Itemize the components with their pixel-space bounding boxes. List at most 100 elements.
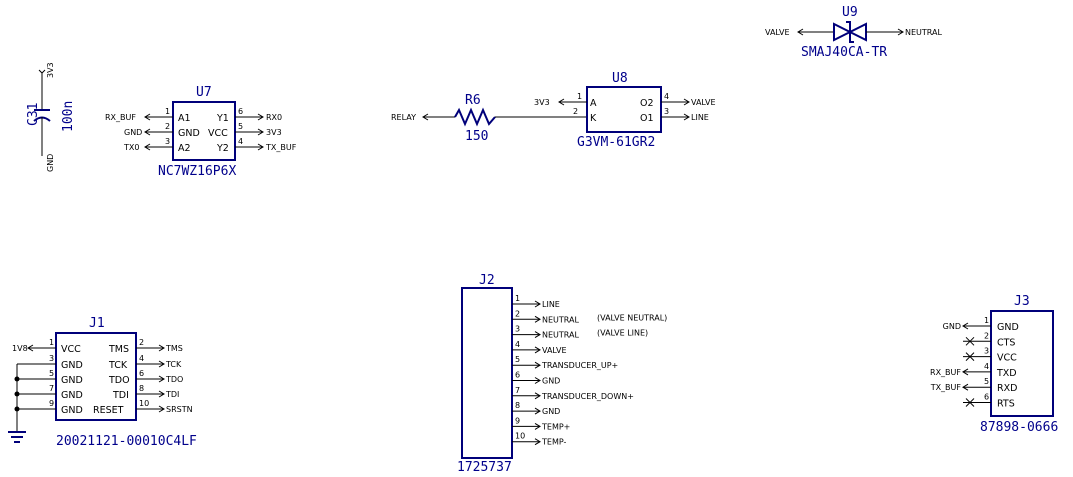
j1-pin-name: RESET xyxy=(93,405,124,416)
junction-dot xyxy=(14,406,20,412)
j3-pin-name: RXD xyxy=(997,383,1017,394)
j2-net-label: GND xyxy=(542,377,560,386)
connector-j1[interactable]: J1 20021121-00010C4LF 1V8 1 VCC 3 GND 5 … xyxy=(8,316,197,449)
connector-j3[interactable]: J3 87898-0666 GND1GND2CTS3VCCRX_BUF4TXDT… xyxy=(930,294,1059,435)
junction-dot xyxy=(14,376,20,382)
relay-u8[interactable]: U8 G3VM-61GR2 1 A 3V3 2 K 4 O2 VALVE 3 O… xyxy=(534,71,716,150)
j3-pin-num: 2 xyxy=(984,331,989,340)
j3-ref: J3 xyxy=(1014,294,1030,309)
tvs-diode-u9[interactable]: U9 VALVE NEUTRAL SMAJ40CA-TR xyxy=(765,5,942,60)
j2-pin-num: 5 xyxy=(515,355,520,364)
j1-net-label: TDI xyxy=(165,390,179,399)
j1-pin-num: 8 xyxy=(139,384,144,393)
j2-pin-num: 10 xyxy=(515,432,525,441)
j1-pin-num: 3 xyxy=(49,354,54,363)
c31-top-net: 3V3 xyxy=(46,62,55,78)
j2-pin-num: 4 xyxy=(515,340,520,349)
u8-part: G3VM-61GR2 xyxy=(577,135,655,150)
u7-pin-num: 1 xyxy=(165,107,170,116)
u8-pin-name: O2 xyxy=(640,98,654,109)
j1-net-label: SRSTN xyxy=(166,405,193,414)
u9-part: SMAJ40CA-TR xyxy=(801,45,887,60)
j2-net-label: NEUTRAL xyxy=(542,331,579,340)
j3-part: 87898-0666 xyxy=(980,420,1058,435)
j2-net-label: LINE xyxy=(542,300,560,309)
j1-net-label: TMS xyxy=(165,344,183,353)
u8-pin-name: A xyxy=(590,98,597,109)
j1-pin-name: TMS xyxy=(108,344,129,355)
j3-pin-name: CTS xyxy=(997,337,1015,348)
u8-net-label: 3V3 xyxy=(534,98,550,107)
j1-pin-name: TDO xyxy=(108,375,130,386)
u8-net-label: LINE xyxy=(691,113,709,122)
no-connect-icon xyxy=(965,336,975,346)
u9-right-net: NEUTRAL xyxy=(905,28,942,37)
u7-net-label: TX_BUF xyxy=(265,143,297,152)
j2-net-label: GND xyxy=(542,407,560,416)
u7-pin-num: 2 xyxy=(165,122,170,131)
ic-u7[interactable]: U7 NC7WZ16P6X 1 A1 RX_BUF 2 GND GND 3 A2… xyxy=(105,85,297,179)
j2-net-label: VALVE xyxy=(542,346,567,355)
j1-pin-name: GND xyxy=(61,390,83,401)
j2-net-label: TRANSDUCER_UP+ xyxy=(541,361,618,370)
j3-net-label: GND xyxy=(943,322,961,331)
j2-pin-num: 6 xyxy=(515,371,520,380)
j1-pin-name: TCK xyxy=(108,360,128,371)
j2-pin-num: 1 xyxy=(515,294,520,303)
junction-dot xyxy=(14,391,20,397)
r6-left-net: RELAY xyxy=(391,113,416,122)
u7-pin-name: A1 xyxy=(178,113,191,124)
j2-part: 1725737 xyxy=(457,460,512,475)
u7-pin-num: 5 xyxy=(238,122,243,131)
j2-net-label: TEMP- xyxy=(541,438,566,447)
u8-pin-num: 2 xyxy=(573,107,578,116)
j3-pin-num: 1 xyxy=(984,316,989,325)
j3-pin-num: 5 xyxy=(984,377,989,386)
j1-pin-num: 6 xyxy=(139,369,144,378)
j3-pin-name: TXD xyxy=(996,368,1017,379)
j1-pin-num: 1 xyxy=(49,338,54,347)
j1-pin-num: 10 xyxy=(139,399,149,408)
u8-pin-num: 1 xyxy=(577,92,582,101)
j1-pin-name: GND xyxy=(61,360,83,371)
j1-net-label: TCK xyxy=(165,360,182,369)
u7-net-label: RX_BUF xyxy=(105,113,136,122)
u8-pin-name: O1 xyxy=(640,113,654,124)
capacitor-c31[interactable]: 3V3 GND C31 100n xyxy=(26,62,76,172)
u7-pin-name: Y1 xyxy=(216,113,229,124)
j2-net-label: NEUTRAL xyxy=(542,315,579,324)
u7-net-label: TX0 xyxy=(123,143,139,152)
u7-pin-name: GND xyxy=(178,128,200,139)
j2-pin-num: 2 xyxy=(515,309,520,318)
no-connect-icon xyxy=(965,352,975,361)
resistor-r6[interactable]: RELAY R6 150 xyxy=(391,93,587,144)
u7-pin-num: 4 xyxy=(238,137,243,146)
j1-pin-name: GND xyxy=(61,375,83,386)
j1-pin-num: 7 xyxy=(49,384,54,393)
j3-pin-name: RTS xyxy=(997,399,1015,410)
j2-net-label: TRANSDUCER_DOWN+ xyxy=(541,392,634,401)
u7-pin-num: 6 xyxy=(238,107,243,116)
j1-pin-num: 4 xyxy=(139,354,144,363)
u8-pin-num: 3 xyxy=(664,107,669,116)
u8-net-label: VALVE xyxy=(691,98,716,107)
